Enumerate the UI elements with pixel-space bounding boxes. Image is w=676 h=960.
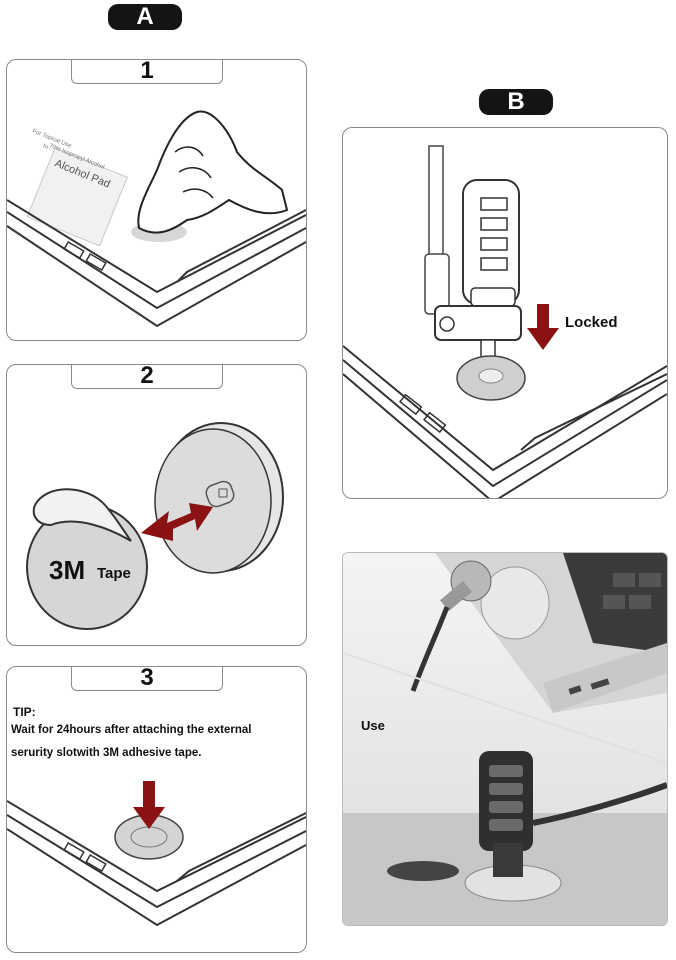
lock-illustration [343,145,667,498]
step-2-number: 2 [71,365,223,389]
locked-panel: Locked [342,127,668,499]
step-1-number: 1 [71,60,223,84]
step-2-panel: 2 3M Tape [6,364,307,646]
step-3-panel: 3 TIP: Wait for 24hours after attaching … [6,666,307,953]
step-1-illustration [7,110,306,328]
tape-word-text: Tape [97,565,131,582]
use-label: Use [361,718,385,733]
tip-line-2: serurity slotwith 3M adhesive tape. [11,747,202,759]
use-photo-panel: Use [342,552,668,926]
tip-heading: TIP: [13,705,36,719]
locked-label: Locked [565,314,618,331]
section-a-label: A [108,4,182,30]
section-b-label: B [479,89,553,115]
tip-line-1: Wait for 24hours after attaching the ext… [11,724,252,736]
use-photo [343,553,667,925]
step-3-illustration [7,781,306,927]
step-2-illustration [26,422,284,630]
tape-brand-text: 3M [49,555,86,585]
step-3-number: 3 [71,667,223,691]
step-1-panel: 1 Alcohol Pad 70% Isopropyl Alcohol For … [6,59,307,341]
